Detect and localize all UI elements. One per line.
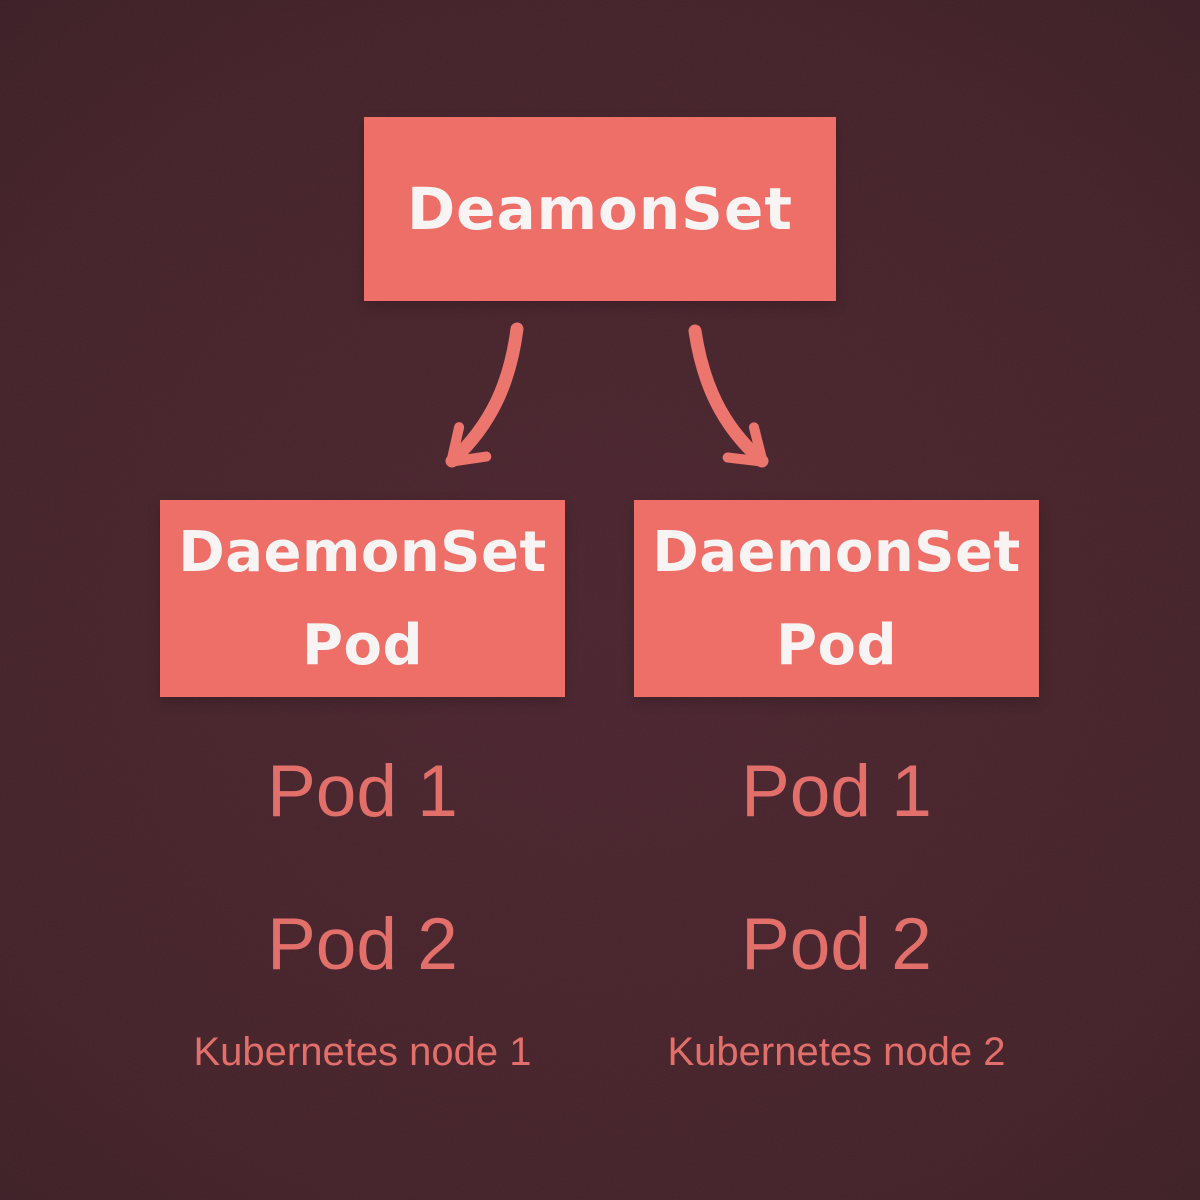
daemonset-pod-box-node-2: DaemonSet Pod [634, 500, 1039, 697]
daemonset-pod-box-node-1: DaemonSet Pod [160, 500, 565, 697]
pod-box-label-line2: Pod [301, 612, 424, 678]
curved-arrow-left-icon [445, 322, 524, 468]
root-box-label: DeamonSet [406, 175, 794, 243]
curved-arrow-right-icon [688, 324, 769, 468]
pod-box-label-line1: DaemonSet [178, 519, 547, 585]
pod-box-label-line2: Pod [775, 612, 898, 678]
pod-1-label-node-2: Pod 1 [741, 751, 932, 832]
pod-box-label-line1: DaemonSet [652, 519, 1021, 585]
pod-2-label-node-1: Pod 2 [267, 904, 458, 985]
daemonset-root-box: DeamonSet [364, 117, 836, 301]
pod-1-label-node-1: Pod 1 [267, 751, 458, 832]
pod-2-label-node-2: Pod 2 [741, 904, 932, 985]
node-2-caption: Kubernetes node 2 [667, 1030, 1006, 1074]
node-1-caption: Kubernetes node 1 [193, 1030, 532, 1074]
